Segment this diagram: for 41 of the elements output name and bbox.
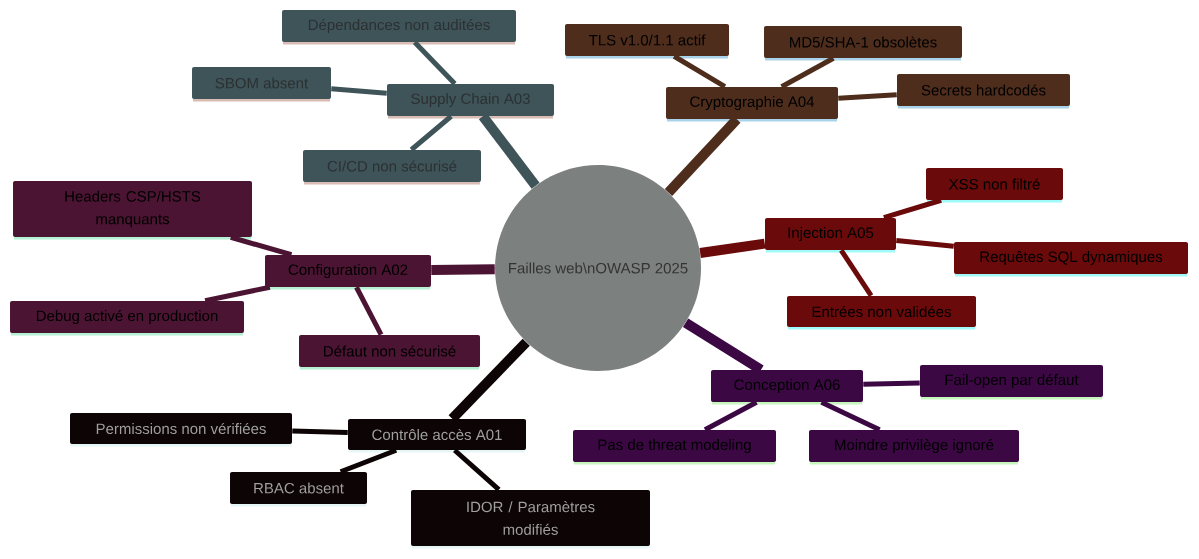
- connector-line: [863, 380, 920, 387]
- connector-line: [339, 447, 398, 475]
- connector-line: [703, 400, 758, 432]
- connector-line: [331, 86, 387, 96]
- branch-box: Cryptographie A04: [666, 87, 838, 122]
- connector-line: [292, 428, 348, 435]
- branch-box: Injection A05: [765, 218, 896, 253]
- connector-line: [780, 56, 835, 89]
- connector-line: [883, 197, 942, 221]
- connector-line: [230, 234, 293, 258]
- topic-box: Secrets hardcodés: [897, 74, 1070, 109]
- topic-box: XSS non filtré: [926, 168, 1063, 203]
- topic-box: RBAC absent: [230, 472, 367, 507]
- connector-line: [839, 248, 874, 298]
- topic-box: Pas de threat modeling: [573, 430, 776, 465]
- branch-line: [699, 238, 766, 258]
- branch-box: Conception A06: [711, 370, 863, 405]
- topic-box: Entrées non validées: [787, 296, 976, 330]
- branch-box: Contrôle accès A01: [348, 419, 526, 453]
- topic-box: Debug activé en production: [10, 301, 244, 336]
- connector-line: [204, 284, 271, 304]
- branch-line: [478, 113, 540, 189]
- branch-line: [431, 264, 495, 275]
- topic-box: Défaut non sécurisé: [299, 335, 480, 370]
- connector-line: [820, 400, 881, 432]
- topic-box: Requêtes SQL dynamiques: [954, 242, 1188, 277]
- topic-box: Headers CSP/HSTS manquants: [13, 181, 252, 240]
- connector-line: [672, 54, 727, 89]
- topic-box: IDOR / Paramètres modifiés: [411, 490, 650, 549]
- branch-box: Configuration A02: [265, 255, 431, 290]
- connector-line: [409, 114, 453, 152]
- topic-box: Permissions non vérifiées: [70, 413, 292, 447]
- topic-box: Fail-open par défaut: [920, 365, 1103, 400]
- connector-line: [412, 40, 457, 86]
- topic-box: MD5/SHA-1 obsolètes: [764, 26, 962, 61]
- topic-box: TLS v1.0/1.1 actif: [565, 24, 729, 59]
- connector-line: [453, 448, 501, 492]
- connector-line: [354, 286, 384, 336]
- connector-line: [896, 238, 954, 249]
- connector-line: [838, 92, 897, 101]
- topic-box: Moindre privilège ignoré: [809, 430, 1019, 465]
